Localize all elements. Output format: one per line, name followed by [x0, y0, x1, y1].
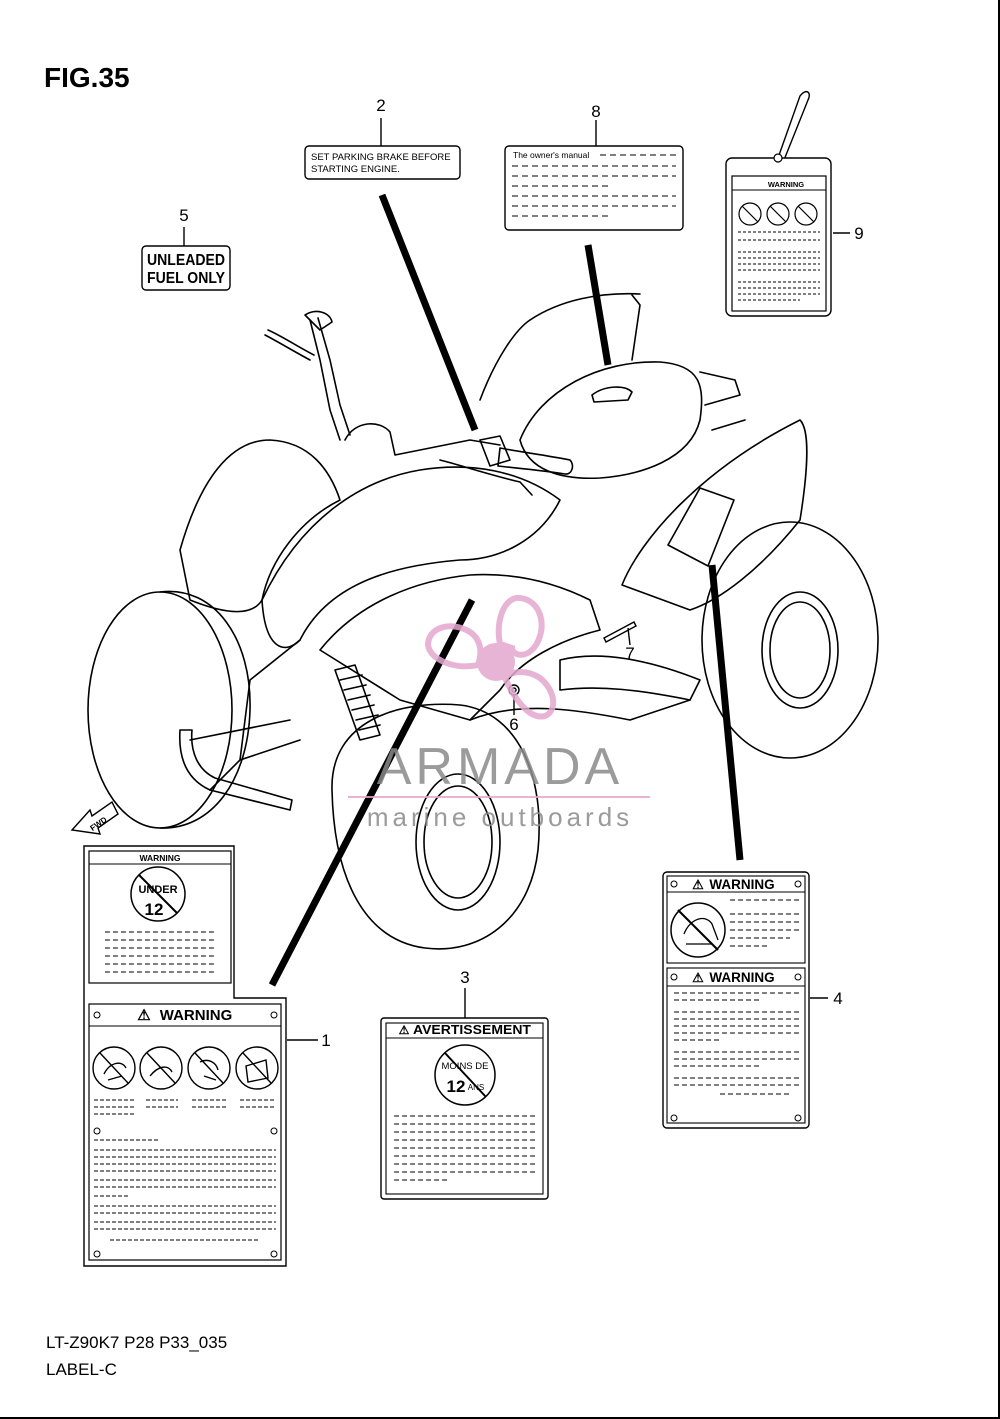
- armada-watermark: ARMADA marine outboards: [348, 594, 650, 832]
- seat: [519, 361, 703, 480]
- svg-text:⚠: ⚠: [692, 877, 704, 892]
- watermark-tagline: marine outboards: [367, 802, 633, 832]
- leader-lines: [183, 118, 850, 1041]
- rear-wheel: [701, 521, 879, 759]
- svg-text:WARNING: WARNING: [709, 970, 774, 985]
- forward-arrow: FWD: [70, 800, 119, 835]
- callout-7: 7: [625, 644, 634, 663]
- svg-text:12: 12: [447, 1077, 466, 1096]
- front-bumper: [178, 729, 293, 811]
- svg-text:⚠: ⚠: [399, 1023, 410, 1037]
- diagram-group-name: LABEL-C: [46, 1360, 117, 1379]
- rear-fender: [621, 419, 808, 611]
- label-parking-brake: SET PARKING BRAKE BEFORE STARTING ENGINE…: [304, 145, 461, 180]
- atv-illustration: [87, 292, 879, 950]
- propeller-logo: [424, 594, 557, 720]
- svg-text:UNLEADED: UNLEADED: [147, 252, 225, 269]
- front-left-wheel: [87, 591, 233, 829]
- callout-4: 4: [833, 989, 842, 1008]
- label-owners-manual: The owner's manual: [504, 145, 684, 231]
- svg-text:AVERTISSEMENT: AVERTISSEMENT: [413, 1023, 531, 1037]
- svg-text:WARNING: WARNING: [709, 877, 774, 892]
- small-parts: [508, 621, 637, 696]
- svg-text:The owner's manual: The owner's manual: [513, 150, 589, 160]
- svg-text:UNDER: UNDER: [138, 884, 177, 896]
- label-unleaded-fuel: UNLEADED FUEL ONLY: [141, 245, 231, 291]
- leader-line-4: [708, 564, 744, 861]
- shock-absorber: [334, 664, 381, 741]
- handlebar-grip: [497, 447, 574, 475]
- part-7-pin: [603, 621, 637, 643]
- svg-text:12: 12: [145, 900, 164, 919]
- figure-title: FIG.35: [44, 62, 130, 93]
- svg-text:MOINS DE: MOINS DE: [442, 1061, 489, 1072]
- label-warning-passenger: ⚠ WARNING ⚠ WARNING: [662, 871, 810, 1129]
- label-warning-under-12: WARNING UNDER 12 WARNING ⚠: [83, 845, 287, 1267]
- callout-6: 6: [509, 715, 518, 734]
- leader-line-2: [378, 193, 479, 432]
- front-fender: [179, 439, 341, 613]
- svg-text:⚠: ⚠: [137, 1007, 151, 1024]
- callout-8: 8: [591, 102, 600, 121]
- svg-text:WARNING: WARNING: [768, 180, 804, 189]
- svg-text:⚠: ⚠: [692, 970, 704, 985]
- svg-text:STARTING ENGINE.: STARTING ENGINE.: [311, 164, 400, 175]
- svg-text:FUEL ONLY: FUEL ONLY: [147, 270, 225, 287]
- leader-line-8: [584, 244, 612, 366]
- front-right-wheel: [331, 703, 540, 950]
- diagram-code: LT-Z90K7 P28 P33_035: [46, 1333, 228, 1352]
- label-avertissement: ⚠ AVERTISSEMENT MOINS DE 12 ANS: [380, 1017, 549, 1200]
- callout-3: 3: [460, 968, 469, 987]
- callout-5: 5: [179, 206, 188, 225]
- svg-text:WARNING: WARNING: [139, 853, 180, 863]
- watermark-brand: ARMADA: [377, 738, 623, 796]
- svg-text:SET PARKING BRAKE BEFORE: SET PARKING BRAKE BEFORE: [311, 152, 451, 163]
- svg-text:WARNING: WARNING: [160, 1007, 233, 1024]
- callout-numbers: 1 2 3 4 5 6 7 8 9: [179, 96, 863, 1050]
- callout-1: 1: [321, 1031, 330, 1050]
- label-hang-tag: WARNING: [725, 90, 832, 317]
- callout-2: 2: [376, 96, 385, 115]
- callout-9: 9: [854, 224, 863, 243]
- leader-line-1: [268, 598, 476, 987]
